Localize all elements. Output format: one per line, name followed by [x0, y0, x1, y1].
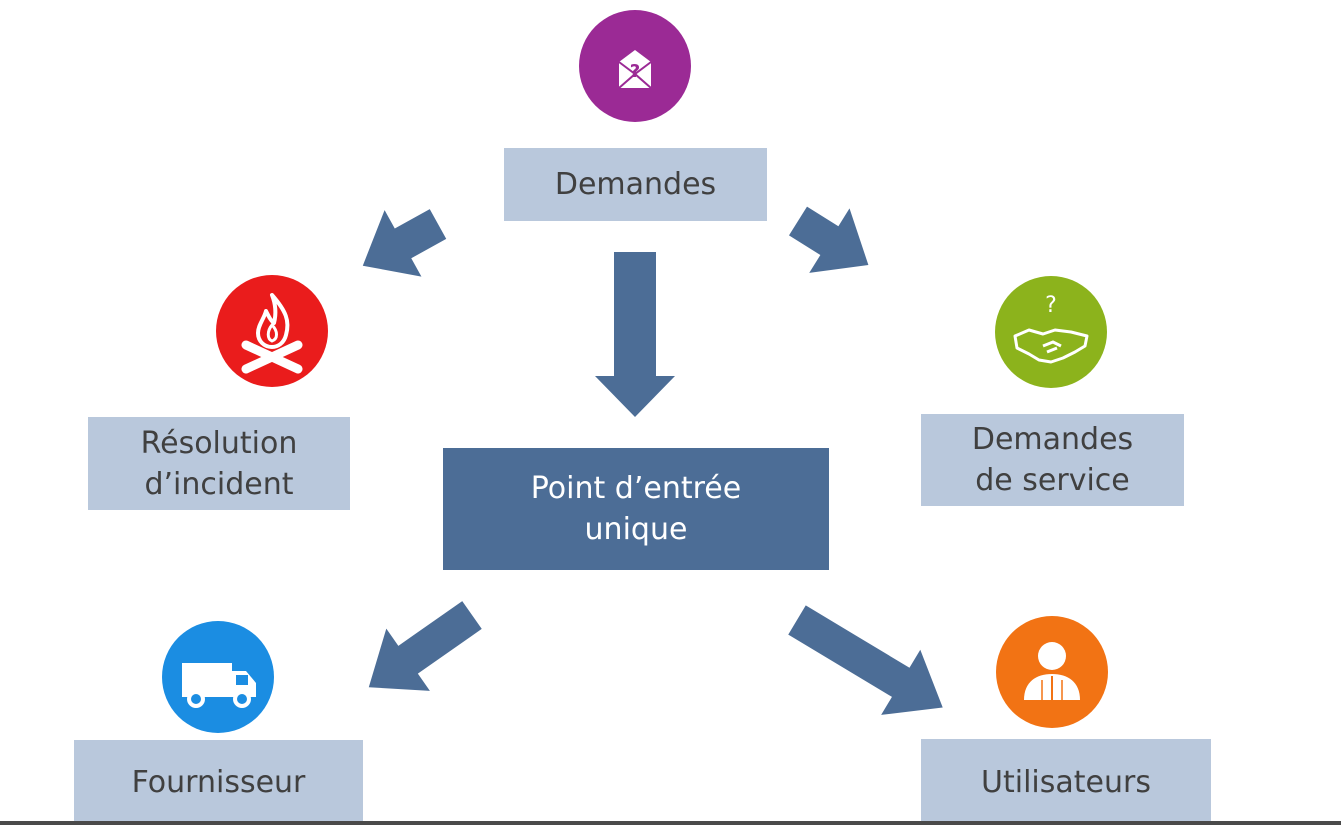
campfire-icon	[216, 275, 328, 387]
demandes-label: Demandes	[554, 167, 717, 202]
bottom-border	[0, 821, 1341, 825]
arrow-to-resolution	[362, 209, 447, 277]
center-label-line1: Point d’entrée	[530, 471, 742, 506]
service-label-line1: Demandes	[971, 422, 1134, 457]
demandes-box: Demandes	[504, 148, 767, 221]
utilisateurs-box: Utilisateurs	[921, 739, 1211, 825]
envelope-question-icon: ?	[579, 10, 691, 122]
service-box: Demandes de service	[921, 414, 1184, 506]
arrow-to-fournisseur	[368, 601, 482, 691]
delivery-truck-icon	[162, 621, 274, 733]
arrow-down-to-center	[595, 252, 675, 417]
arrow-to-utilisateurs	[788, 605, 943, 715]
svg-text:?: ?	[630, 61, 640, 82]
resolution-label-line2: d’incident	[144, 466, 294, 502]
fournisseur-box: Fournisseur	[74, 740, 363, 825]
resolution-box: Résolution d’incident	[88, 417, 350, 510]
resolution-label-line1: Résolution	[140, 425, 298, 461]
fournisseur-label: Fournisseur	[131, 765, 306, 800]
arrow-to-service	[788, 206, 869, 273]
user-icon	[996, 616, 1108, 728]
central-entry-box: Point d’entrée unique	[443, 448, 829, 570]
svg-text:?: ?	[1045, 293, 1057, 318]
center-label-line2: unique	[584, 512, 688, 547]
service-label-line2: de service	[975, 463, 1130, 498]
handshake-question-icon: ?	[995, 276, 1107, 388]
utilisateurs-label: Utilisateurs	[981, 764, 1151, 800]
